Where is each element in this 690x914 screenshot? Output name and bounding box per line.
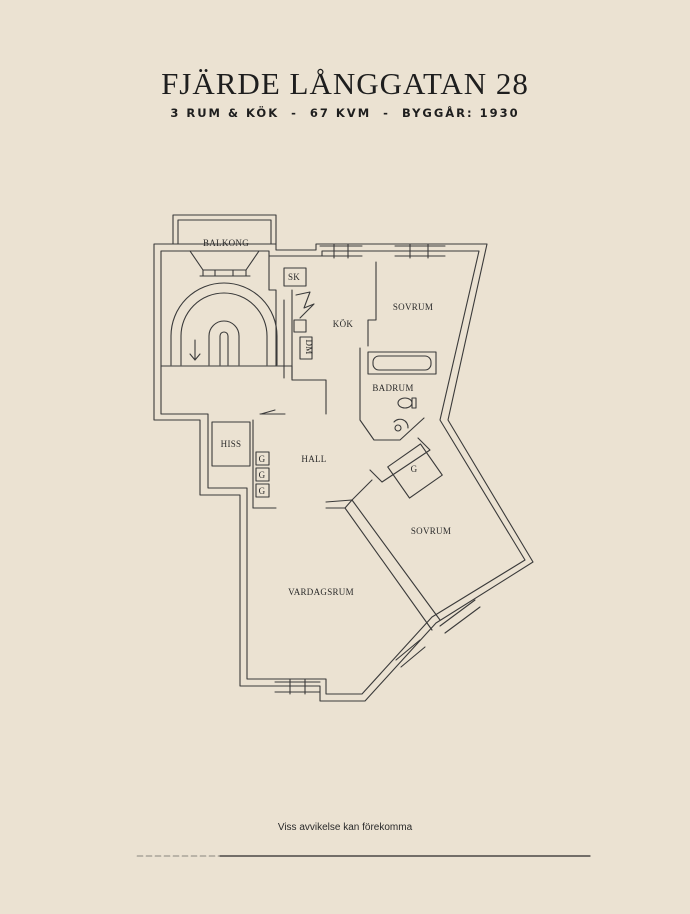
- room-label-badrum: BADRUM: [372, 383, 413, 393]
- room-label-vardagsrum: VARDAGSRUM: [288, 587, 354, 597]
- room-label-sk: SK: [288, 272, 300, 282]
- room-label-balkong: BALKONG: [203, 238, 249, 248]
- outer-wall-inner: [160, 250, 526, 695]
- room-label-sovrum-top: SOVRUM: [393, 302, 433, 312]
- balcony-outline: [172, 214, 277, 245]
- closet-label: G: [259, 470, 266, 480]
- closet-label: G: [259, 486, 266, 496]
- kitchen-walls: [283, 261, 377, 379]
- elevator-and-closets: [211, 409, 286, 509]
- closet-label: G: [259, 454, 266, 464]
- window-marks-top: [319, 243, 446, 259]
- interior-walls: [325, 437, 443, 631]
- window-marks-bottom: [274, 599, 481, 695]
- stairwell: [160, 250, 327, 415]
- disclaimer: Viss avvikelse kan förekomma: [277, 822, 413, 833]
- room-label-sovrum-bottom: SOVRUM: [411, 526, 451, 536]
- closet-label: G: [411, 464, 418, 474]
- room-label-dm: DM: [304, 339, 314, 354]
- outer-wall: [153, 243, 534, 702]
- room-label-hall: HALL: [301, 454, 326, 464]
- page-title: FJÄRDE LÅNGGATAN 28: [161, 66, 529, 101]
- apartment-summary: 3 RUM & KÖK - 67 KVM - BYGGÅR: 1930: [170, 106, 520, 120]
- room-label-kok: KÖK: [333, 319, 354, 329]
- bathroom: [359, 347, 437, 441]
- room-label-hiss: HISS: [221, 439, 242, 449]
